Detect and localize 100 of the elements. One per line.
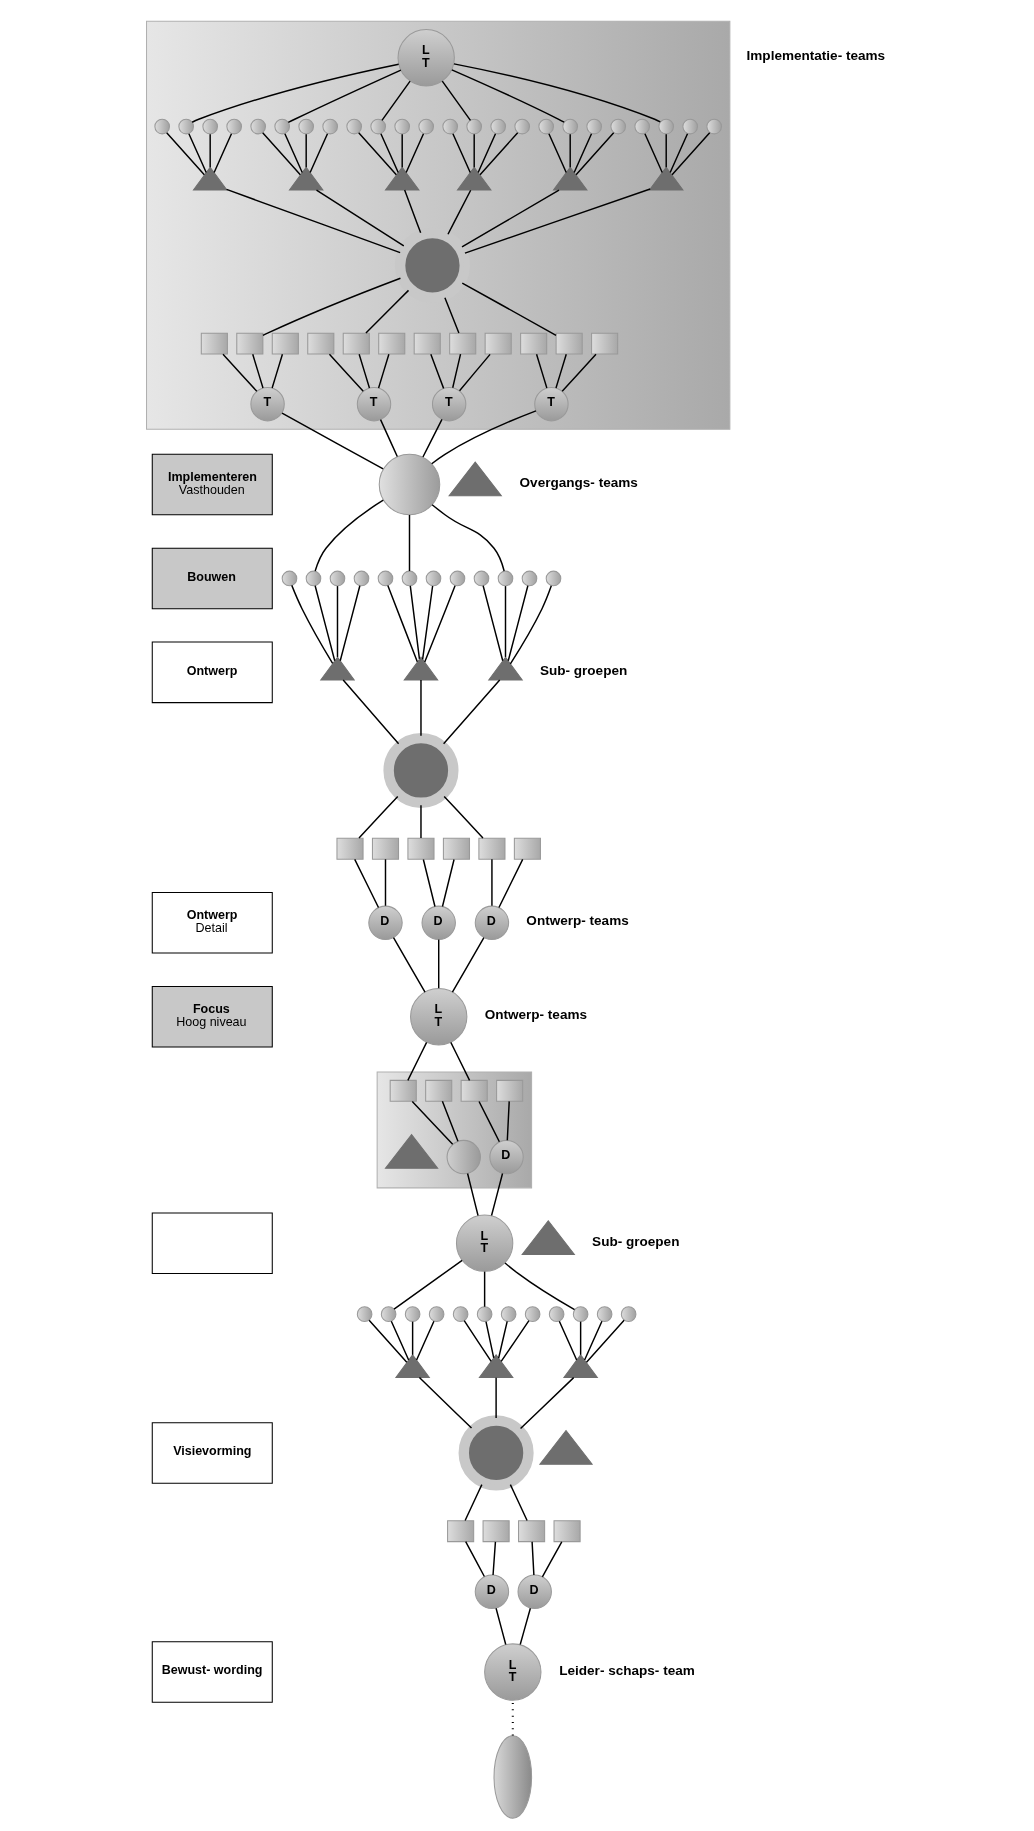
connector: [430, 410, 537, 465]
node-triangle: [383, 1133, 439, 1169]
connector: [463, 1483, 483, 1522]
label: Leider- schaps- team: [558, 1662, 695, 1678]
node-circle: [545, 570, 561, 587]
node-circle: [524, 1306, 540, 1322]
node-circle: T: [249, 386, 285, 422]
connector: [503, 1262, 575, 1311]
connector: [212, 132, 232, 174]
node-box: [484, 332, 512, 355]
node-circle: [329, 570, 345, 587]
connector: [380, 80, 411, 122]
node-circle: [561, 118, 578, 135]
connector: [411, 1321, 413, 1356]
connector: [490, 858, 493, 907]
node-box: [448, 332, 476, 355]
node-box: Focus Hoog niveau: [151, 985, 273, 1048]
connector: [441, 858, 455, 908]
node-triangle: [477, 1353, 514, 1379]
node-circle: [705, 118, 722, 135]
label: Ontwerp- teams: [525, 913, 629, 929]
connector: [379, 418, 398, 458]
node-box: [335, 837, 364, 860]
connector: [221, 353, 258, 393]
node-circle: T: [533, 386, 569, 422]
node-circle: D: [474, 905, 509, 940]
label: Sub- groepen: [539, 662, 627, 678]
node-circle: D: [517, 1574, 552, 1609]
connector: [357, 131, 397, 176]
connector: [408, 514, 410, 572]
node-box: [482, 1520, 510, 1543]
connector: [497, 1320, 508, 1359]
connector: [519, 1376, 574, 1430]
node-box: Bewust- wording: [151, 1641, 273, 1703]
node-circle: [404, 1306, 420, 1322]
connector: [451, 937, 485, 993]
connector: [530, 1541, 535, 1576]
node-triangle: [287, 166, 324, 191]
node-box: [590, 332, 618, 355]
node-circle: [465, 118, 482, 135]
connector: [419, 679, 422, 737]
node-triangle: [319, 656, 355, 681]
connector: [452, 63, 661, 123]
node-circle: [513, 118, 530, 135]
node-circle: [153, 118, 170, 135]
node-box: [371, 837, 399, 860]
label: Overgangs- teams: [519, 475, 638, 491]
node-box: [306, 332, 334, 355]
node-circle: [446, 1139, 481, 1175]
node-circle: [428, 1306, 444, 1322]
node-circle: D: [488, 1139, 524, 1175]
connector: [313, 499, 384, 572]
node-circle: [476, 1306, 492, 1322]
node-circle: D: [421, 905, 456, 940]
node-triangle: [520, 1219, 575, 1255]
node-box: [406, 837, 435, 860]
node-box: [200, 332, 228, 355]
node-circle: L T: [409, 988, 467, 1046]
node-circle: [321, 118, 338, 135]
node-box: [442, 837, 470, 860]
connector: [304, 133, 307, 168]
connector: [364, 289, 409, 334]
connector: [450, 69, 565, 123]
node-circle: L T: [483, 1643, 541, 1701]
connector: [315, 189, 405, 247]
node-triangle: [487, 656, 523, 681]
node-circle: [393, 118, 410, 135]
connector: [429, 353, 444, 390]
node-box: [424, 1079, 452, 1102]
node-circle: [620, 1306, 636, 1322]
connector: [541, 1541, 562, 1578]
connector: [406, 1041, 427, 1082]
node-triangle: [648, 166, 684, 191]
connector: [341, 679, 399, 745]
connector: [357, 795, 398, 839]
node-circle: [681, 118, 698, 135]
connector: [377, 353, 390, 389]
connector: [415, 1320, 435, 1361]
node-triangle: [402, 656, 439, 681]
connector: [463, 1319, 492, 1363]
node-circle: [449, 570, 465, 587]
connector: [404, 132, 424, 174]
node-circle: [380, 1306, 396, 1322]
connector: [353, 858, 379, 909]
node-box: [477, 837, 505, 860]
node-circle: [377, 570, 393, 587]
connector: [509, 585, 552, 665]
connector: [574, 131, 614, 176]
connector: [560, 353, 597, 393]
connector: [208, 133, 211, 168]
node-box: [495, 1079, 523, 1102]
connector: [261, 277, 401, 337]
connector: [423, 585, 456, 663]
connector: [261, 131, 301, 176]
node-box: [389, 1079, 417, 1102]
node-circle: [225, 118, 242, 135]
connector: [308, 132, 328, 174]
node-circle: [452, 1306, 468, 1322]
node-triangle: [551, 166, 588, 191]
node-circle: [521, 570, 537, 587]
